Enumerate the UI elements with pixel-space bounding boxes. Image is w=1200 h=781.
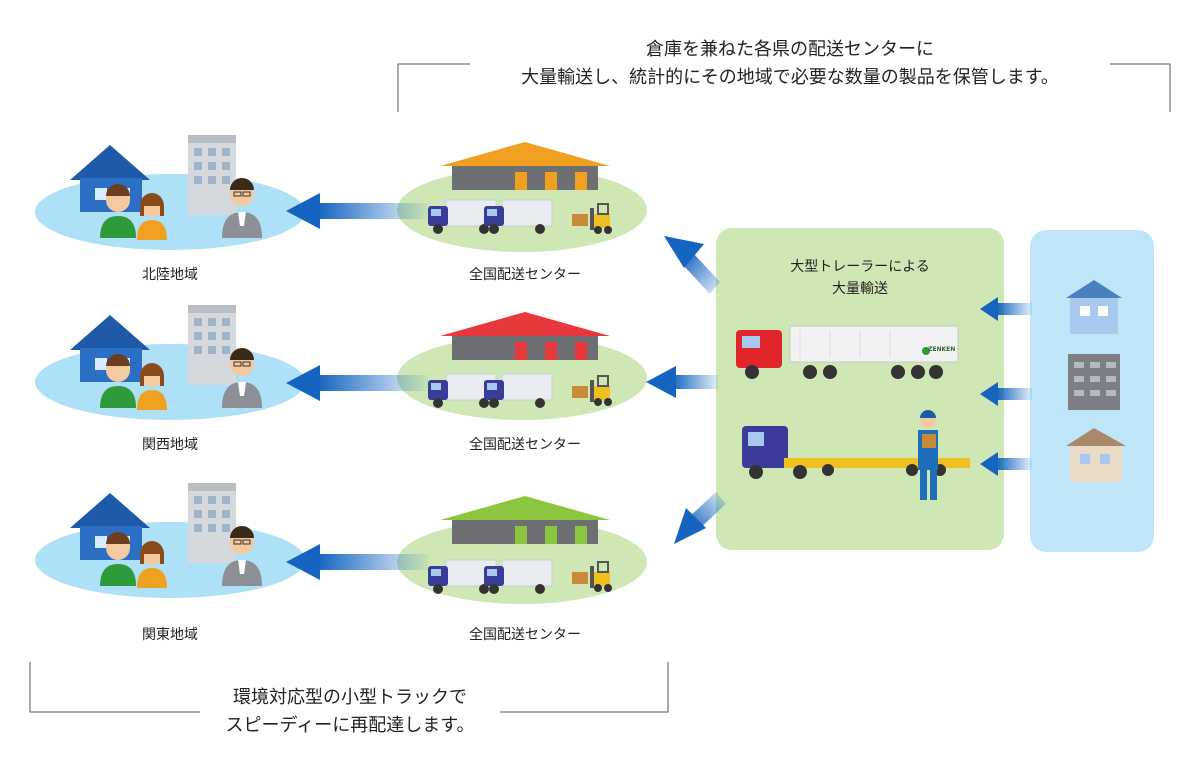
region-ellipse [35,522,305,598]
trailer-panel-title: 大型トレーラーによる 大量輸送 [760,256,960,300]
transport-arrow [674,492,726,544]
supply-arrow [980,297,1032,321]
region-ellipse [35,344,305,420]
region-ellipse [35,174,305,250]
region-label: 関東地域 [142,627,198,643]
warehouse-icon [440,496,610,544]
worker-icon [918,410,938,500]
delivery-arrow [286,193,428,229]
region-label: 北陸地域 [142,267,198,283]
trailer-logo: ZENKEN [928,346,956,353]
trailer-panel-line2: 大量輸送 [832,281,888,297]
region-label: 関西地域 [142,437,198,453]
apartment-icon [1068,354,1120,410]
bottom-caption: 環境対応型の小型トラックで スピーディーに再配達します。 [200,684,500,740]
transport-arrow [664,236,720,294]
top-caption: 倉庫を兼ねた各県の配送センターに 大量輸送し、統計的にその地域で必要な数量の製品… [470,36,1110,92]
warehouse-icon [440,142,610,190]
bottom-bracket-left [29,662,200,713]
top-bracket-left [397,63,470,112]
house-icon [1066,428,1126,482]
center-label: 全国配送センター [469,437,581,453]
center-label: 全国配送センター [469,267,581,283]
low-loader-icon [742,426,970,479]
supply-arrow [980,452,1032,476]
supply-arrow [980,382,1032,406]
top-caption-line1: 倉庫を兼ねた各県の配送センターに [646,39,934,60]
bottom-caption-line1: 環境対応型の小型トラックで [233,687,467,708]
top-bracket-right [1110,63,1171,112]
transport-arrow [646,366,718,398]
trailer-panel-line1: 大型トレーラーによる [790,259,930,275]
delivery-arrow [286,544,428,580]
warehouse-icon [440,312,610,360]
house-icon [1066,280,1122,334]
delivery-arrow [286,365,428,401]
bottom-bracket-right [500,662,669,713]
bottom-caption-line2: スピーディーに再配達します。 [225,715,475,736]
center-label: 全国配送センター [469,627,581,643]
top-caption-line2: 大量輸送し、統計的にその地域で必要な数量の製品を保管します。 [521,67,1059,88]
big-trailer-icon [736,325,959,379]
